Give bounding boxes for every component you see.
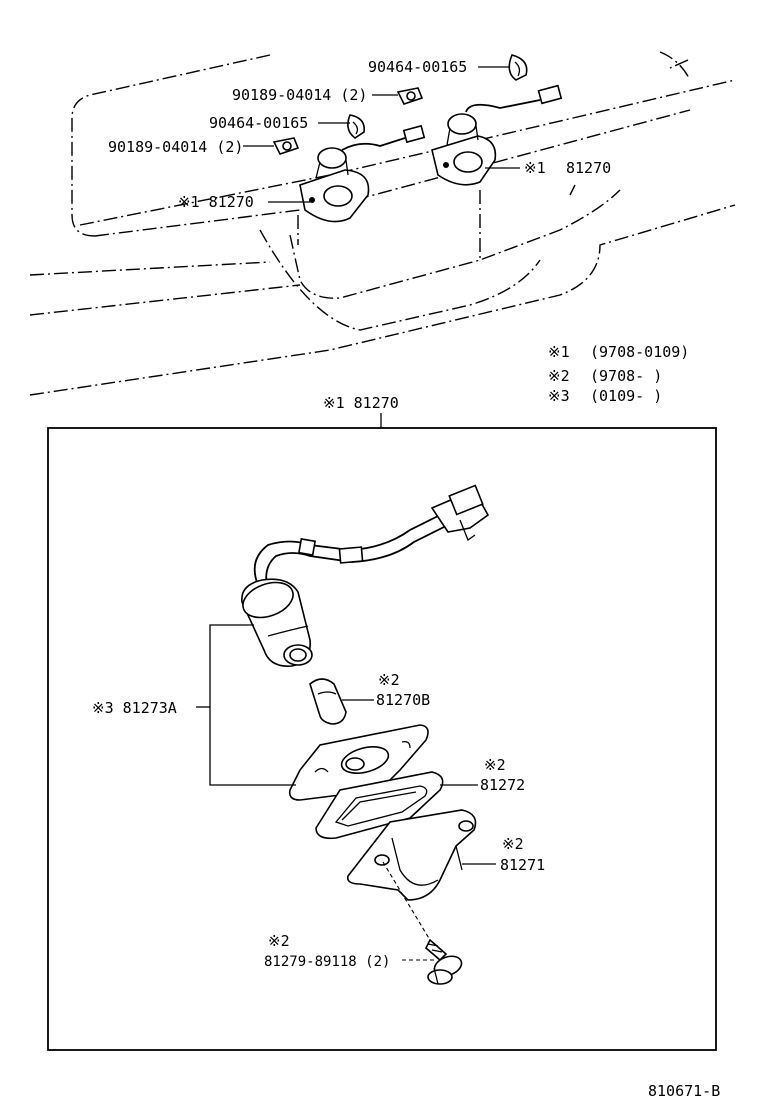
socket-plate: [288, 724, 429, 801]
detail-frame: [47, 427, 717, 1051]
grommet-left: [272, 137, 300, 155]
detail-title: ※1 81270: [323, 394, 399, 412]
label-grommet-top: 90189-04014 (2): [232, 86, 367, 104]
lens: [346, 809, 477, 901]
label-clip-mid: 90464-00165: [209, 114, 308, 132]
label-lamp-right-num: 81270: [566, 159, 611, 177]
legend: ※1 (9708-0109) ※2 (9708- ) ※3 (0109- ): [548, 343, 689, 405]
screw: [382, 861, 463, 985]
lower-leaders: [196, 624, 496, 961]
installed-lamp-left: [299, 124, 426, 223]
fastener-clip-top: [508, 54, 528, 81]
label-lamp-right-mark: ※1: [524, 159, 546, 177]
upper-leaders: [243, 66, 520, 203]
label-grommet-left: 90189-04014 (2): [108, 138, 243, 156]
grommet-top: [396, 87, 424, 105]
label-screw-mark: ※2: [268, 932, 290, 950]
label-bulb-mark: ※2: [378, 671, 400, 689]
label-screw-num: 81279-89118 (2): [264, 954, 390, 970]
label-bulb-num: 81270B: [376, 691, 430, 709]
legend-range-3: (0109- ): [590, 387, 662, 405]
legend-mark-1: ※1: [548, 343, 570, 361]
gasket: [315, 771, 444, 840]
label-gasket-num: 81272: [480, 776, 525, 794]
label-lens-num: 81271: [500, 856, 545, 874]
legend-range-1: (9708-0109): [590, 343, 689, 361]
diagram-id: 810671-B: [648, 1082, 720, 1100]
legend-mark-2: ※2: [548, 367, 570, 385]
legend-mark-3: ※3: [548, 387, 570, 405]
installed-lamp-right: [431, 84, 563, 186]
label-lens-mark: ※2: [502, 835, 524, 853]
label-socket-assy: ※3 81273A: [92, 699, 177, 717]
label-clip-top: 90464-00165: [368, 58, 467, 76]
label-lamp-left: ※1 81270: [178, 193, 254, 211]
body-outline: [29, 51, 736, 396]
bulb: [309, 678, 347, 725]
legend-range-2: (9708- ): [590, 367, 662, 385]
fastener-clip-mid: [347, 114, 366, 139]
label-gasket-mark: ※2: [484, 756, 506, 774]
socket-assembly: [241, 484, 490, 667]
